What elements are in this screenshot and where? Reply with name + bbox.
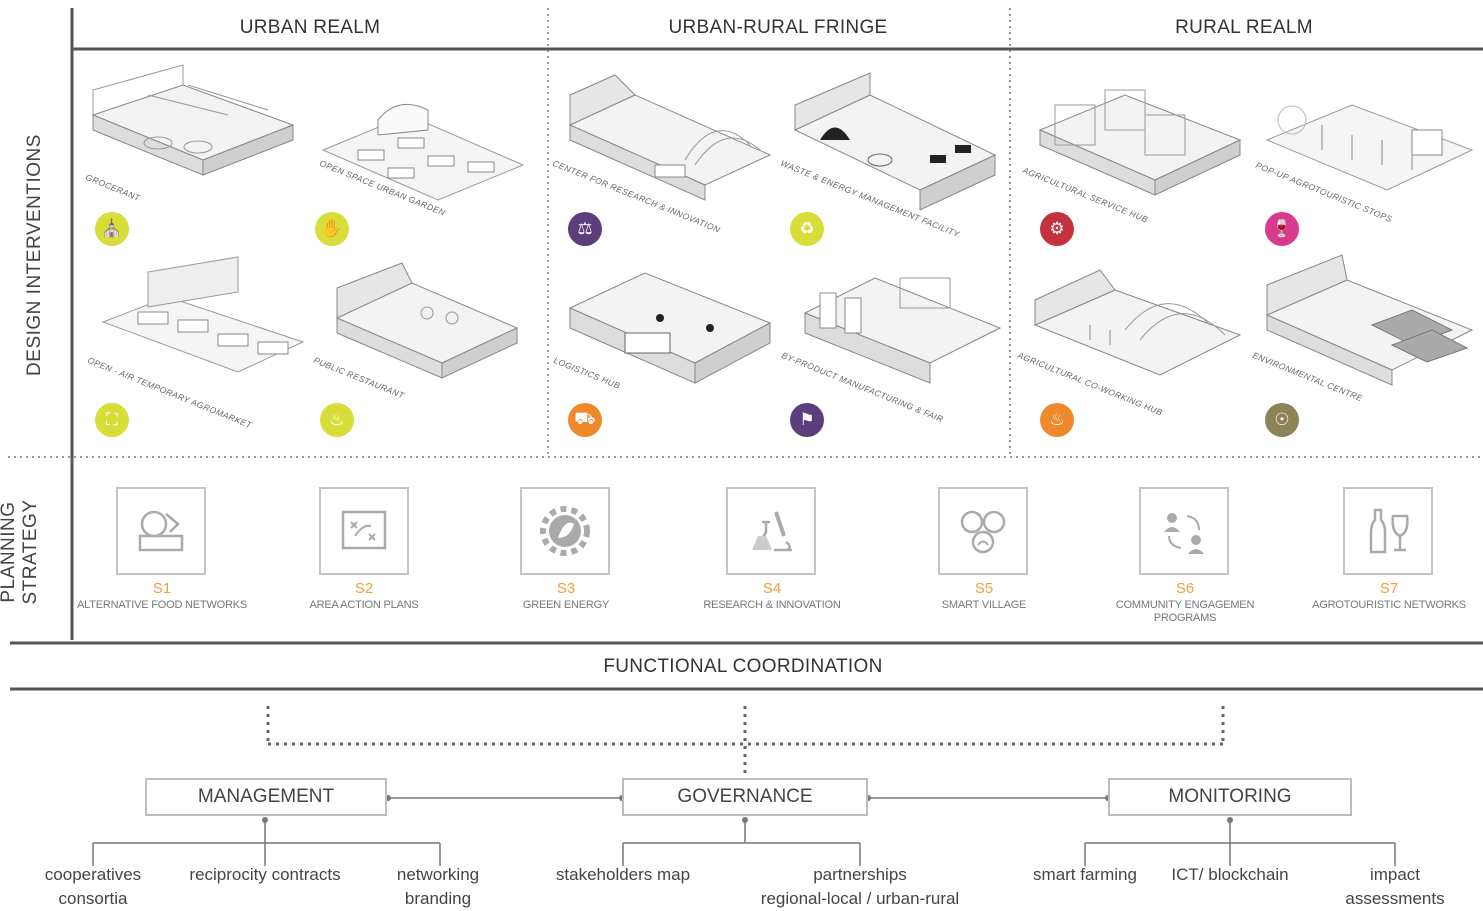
- service-hub-illustration: [1038, 89, 1242, 196]
- truck-icon: ⛟: [568, 403, 602, 437]
- strategy-code-s5: S5: [974, 580, 994, 597]
- strategy-name-s2: AREA ACTION PLANS: [309, 599, 419, 611]
- monitoring-item-impact: impact: [1369, 865, 1421, 884]
- market-stall-icon: ⛪: [95, 212, 129, 246]
- design-interventions-label: DESIGN INTERVENTIONS: [24, 134, 45, 376]
- management-item-branding: branding: [404, 889, 472, 908]
- monitoring-item-assessments: assessments: [1345, 889, 1445, 908]
- strategy-name-s6: COMMUNITY ENGAGEMEN PROGRAMS: [1115, 599, 1255, 624]
- planning-strategy-label: PLANNING STRATEGY: [0, 499, 41, 605]
- monitoring-box: MONITORING: [1108, 778, 1352, 816]
- recycle-icon: ♻: [790, 212, 824, 246]
- coworking-hub-illustration: [1033, 269, 1242, 376]
- management-item-networking: networking: [396, 865, 480, 884]
- strategy-code-s3: S3: [556, 580, 576, 597]
- strategy-code-s2: S2: [354, 580, 374, 597]
- strategy-code-s7: S7: [1379, 580, 1399, 597]
- cutlery-icon: ♨: [320, 403, 354, 437]
- food-crate-icon: [116, 487, 206, 575]
- hand-plant-icon: ✋: [315, 212, 349, 246]
- research-center-illustration: [568, 74, 772, 201]
- strategy-name-s4: RESEARCH & INNOVATION: [703, 599, 841, 611]
- logistics-hub-illustration: [568, 272, 772, 384]
- grocerant-illustration: [91, 64, 295, 176]
- urban-realm-header: URBAN REALM: [239, 17, 381, 38]
- plan-map-icon: [319, 487, 409, 575]
- fork-knife-icon: ♨: [1040, 403, 1074, 437]
- governance-item-stakeholders: stakeholders map: [555, 865, 691, 884]
- functional-coordination-title: FUNCTIONAL COORDINATION: [603, 656, 883, 677]
- gear-icon: ⚙: [1040, 212, 1074, 246]
- strategy-name-s7: AGROTOURISTIC NETWORKS: [1312, 599, 1466, 611]
- smart-network-icon: [938, 487, 1028, 575]
- lab-microscope-icon: [726, 487, 816, 575]
- factory-icon: ⚑: [790, 403, 824, 437]
- globe-icon: ☉: [1265, 403, 1299, 437]
- governance-item-partnerships: partnerships: [813, 865, 907, 884]
- byproduct-manufacturing-illustration: [803, 277, 1002, 384]
- fringe-header: URBAN-RURAL FRINGE: [668, 17, 888, 38]
- monitoring-item-ict: ICT/ blockchain: [1171, 865, 1289, 884]
- strategy-code-s1: S1: [152, 580, 172, 597]
- management-item-reciprocity: reciprocity contracts: [189, 865, 341, 884]
- agrotourist-stops-illustration: [1265, 104, 1474, 191]
- strategy-name-s3: GREEN ENERGY: [522, 599, 610, 611]
- people-exchange-icon: [1139, 487, 1229, 575]
- strategy-name-s1: ALTERNATIVE FOOD NETWORKS: [77, 599, 247, 611]
- management-item-consortia: consortia: [58, 889, 128, 908]
- governance-box: GOVERNANCE: [622, 778, 868, 816]
- basket-icon: ⛶: [95, 403, 129, 437]
- management-item-cooperatives: cooperatives: [44, 865, 142, 884]
- urban-garden-illustration: [321, 103, 525, 201]
- strategy-name-s5: SMART VILLAGE: [941, 599, 1027, 611]
- agromarket-illustration: [101, 256, 305, 373]
- waste-facility-illustration: [793, 72, 997, 211]
- wine-glass-icon: [1343, 487, 1433, 575]
- public-restaurant-illustration: [335, 262, 519, 379]
- monitoring-item-smart-farming: smart farming: [1033, 865, 1137, 884]
- strategy-code-s4: S4: [762, 580, 782, 597]
- rural-realm-header: RURAL REALM: [1175, 17, 1313, 38]
- management-box: MANAGEMENT: [145, 778, 387, 816]
- environmental-centre-illustration: [1265, 254, 1474, 386]
- governance-item-regional: regional-local / urban-rural: [760, 889, 960, 908]
- strategy-code-s6: S6: [1175, 580, 1195, 597]
- microscope-icon: ⚖: [568, 212, 602, 246]
- wine-icon: 🍷: [1265, 212, 1299, 246]
- leaf-gear-icon: [520, 487, 610, 575]
